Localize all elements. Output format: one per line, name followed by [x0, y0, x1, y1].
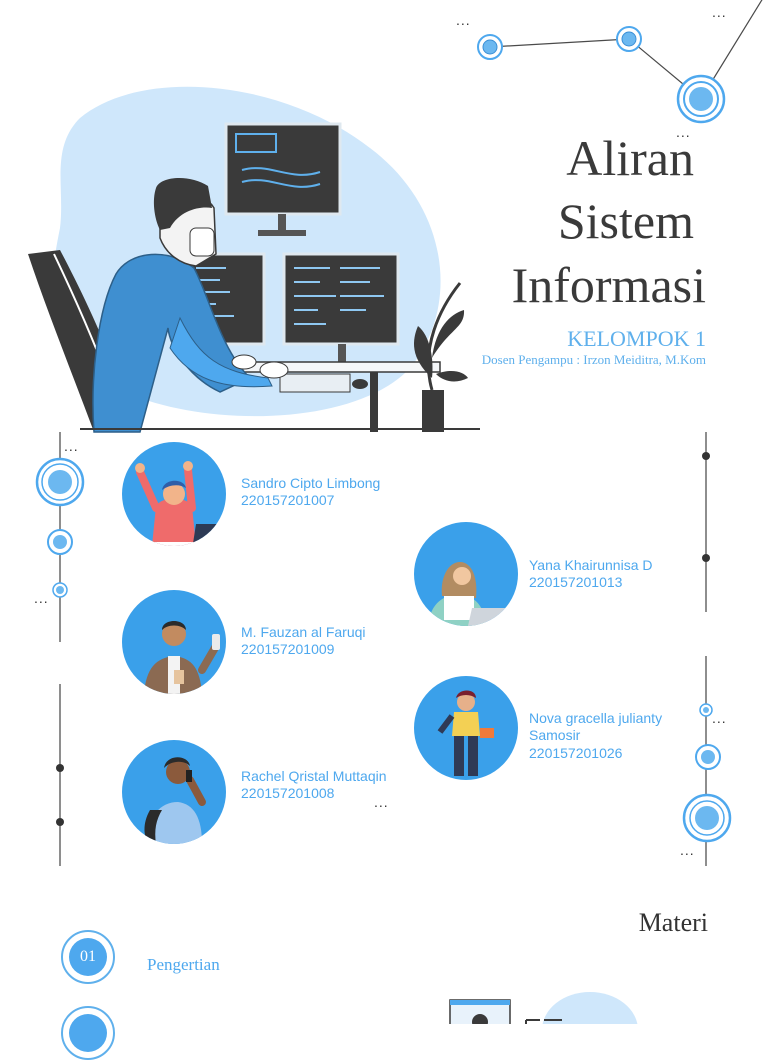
title-line-3: Informasi [511, 257, 706, 313]
ellipsis-decoration: ... [712, 710, 727, 726]
member-avatar [122, 442, 226, 546]
member-avatar [122, 740, 226, 844]
right-timeline-decoration [682, 432, 732, 866]
left-timeline-decoration [35, 432, 85, 866]
ellipsis-decoration: ... [34, 590, 49, 606]
member-avatar [414, 522, 518, 626]
member-nim: 220157201026 [529, 745, 623, 761]
member-name: Nova gracella julianty Samosir [529, 710, 663, 743]
member-nim: 220157201007 [241, 492, 335, 508]
member-avatar [122, 590, 226, 694]
member-name: Yana Khairunnisa D [529, 557, 653, 573]
section-title: Materi [638, 908, 708, 937]
lecturer-label: Dosen Pengampu : Irzon Meiditra, M.Kom [481, 352, 706, 367]
ellipsis-decoration: ... [456, 12, 471, 28]
title-line-1: Aliran [566, 130, 694, 186]
ellipsis-decoration: ... [676, 124, 691, 140]
network-decoration [477, 0, 763, 124]
title-line-2: Sistem [557, 193, 694, 249]
ellipsis-decoration: ... [680, 842, 695, 858]
agenda-number-empty [69, 1014, 107, 1052]
member-nim: 220157201008 [241, 785, 335, 801]
agenda-number: 01 [69, 938, 107, 976]
member-name: M. Fauzan al Faruqi [241, 624, 366, 640]
agenda-number-badge: 01 [61, 930, 115, 984]
member-name: Rachel Qristal Muttaqin [241, 768, 387, 784]
group-label: KELOMPOK 1 [567, 326, 706, 351]
member-nim: 220157201013 [529, 574, 623, 590]
member-name: Sandro Cipto Limbong [241, 475, 381, 491]
agenda-item-label[interactable]: Pengertian [147, 955, 220, 974]
agenda-number-badge [61, 1006, 115, 1060]
member-nim: 220157201009 [241, 641, 335, 657]
ellipsis-decoration: ... [374, 794, 389, 810]
ellipsis-decoration: ... [712, 4, 727, 20]
developer-illustration [28, 86, 480, 433]
bottom-illustration [449, 992, 638, 1024]
member-avatar [414, 676, 518, 780]
ellipsis-decoration: ... [64, 438, 79, 454]
